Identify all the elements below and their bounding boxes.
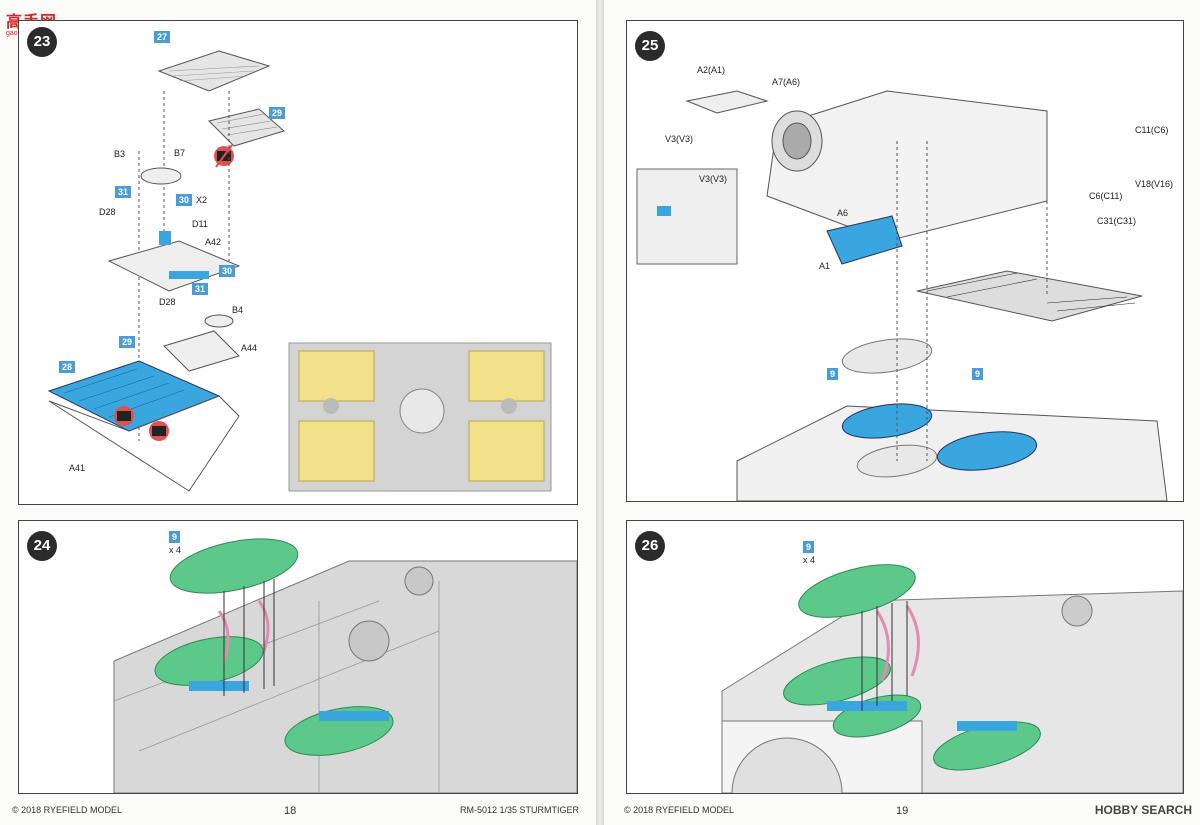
part-label: V18(V16) [1135,179,1174,189]
part-tag: 28 [59,361,76,373]
step-23-panel: 23 27 29 B3 B7 31 30 X2 D28 D11 A42 30 3… [18,20,578,505]
part-label: A6 [837,208,849,218]
part-label: X2 [196,195,208,205]
part-tag: 31 [115,186,132,198]
part-label: C11(C6) [1135,125,1169,135]
part-label: D28 [159,297,176,307]
page-number-left: 18 [284,805,297,817]
part-label: V3(V3) [699,174,728,184]
step-23-illustration [47,50,552,492]
page-number-right: 19 [896,805,909,817]
part-label: C6(C11) [1089,191,1123,201]
part-tag: 9 [827,368,839,380]
part-label: A41 [69,463,86,473]
part-tag: 27 [154,31,171,43]
part-tag: 30 [219,265,236,277]
copyright-right: © 2018 RYEFIELD MODEL [624,805,735,815]
part-label: D28 [99,207,116,217]
part-label: B7 [174,148,186,158]
part-tag: 29 [119,336,136,348]
quantity-label: x 4 [803,555,816,565]
step-26-number: 26 [635,531,665,561]
part-tag: 29 [269,107,286,119]
part-label: A42 [205,237,222,247]
part-label: V3(V3) [665,134,694,144]
product-code: RM-5012 1/35 STURMTIGER [460,805,580,815]
copyright-left: © 2018 RYEFIELD MODEL [12,805,123,815]
part-tag: 9 [169,531,181,543]
part-tag: 30 [176,194,193,206]
step-23-number: 23 [27,27,57,57]
quantity-label: x 4 [169,545,182,555]
part-label: C31(C31) [1097,216,1137,226]
part-label: A7(A6) [772,77,801,87]
step-25-number: 25 [635,31,665,61]
part-label: B4 [232,305,244,315]
part-label: A1 [819,261,831,271]
step-25-panel: 25 A2(A1) A7(A6) V3(V3) V3(V3) C11(C6) V… [626,20,1184,502]
part-label: D11 [192,219,208,229]
hobby-search-logo: HOBBY SEARCH [1094,803,1192,817]
step-24-panel: 24 9 x 4 [18,520,578,794]
step-26-panel: 26 9 x 4 [626,520,1184,794]
part-label: A44 [241,343,258,353]
part-tag: 9 [972,368,984,380]
part-tag: 31 [192,283,209,295]
part-tag: 9 [803,541,815,553]
step-25-illustration [636,90,1168,501]
page-gutter [596,0,604,825]
part-label: A2(A1) [697,65,726,75]
step-26-illustration [721,564,1183,793]
step-24-illustration [113,538,577,793]
step-24-number: 24 [27,531,57,561]
part-label: B3 [114,149,126,159]
